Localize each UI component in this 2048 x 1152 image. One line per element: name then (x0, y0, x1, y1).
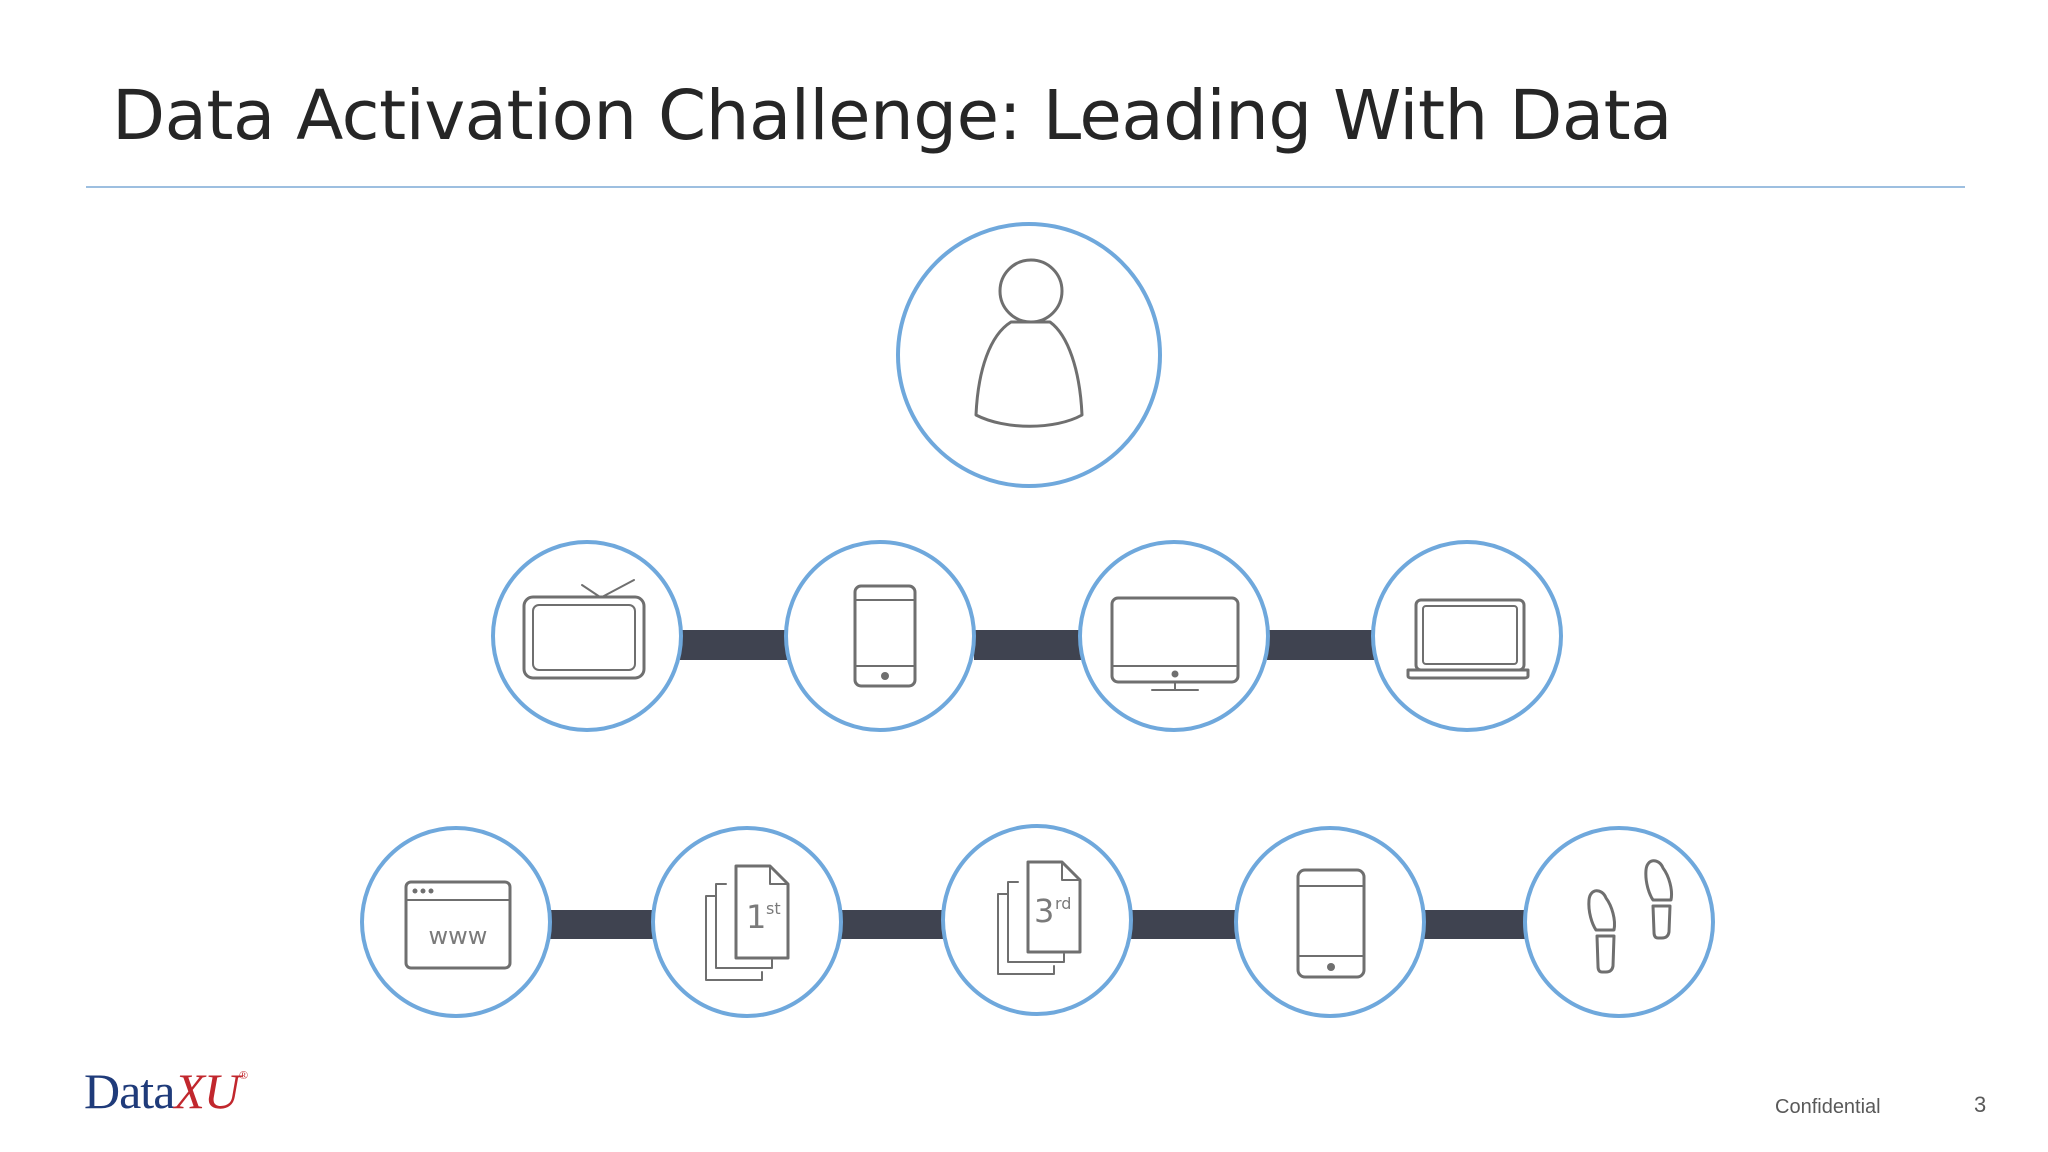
third-party-label: 3 (1034, 892, 1054, 930)
data-node-www: www (360, 826, 552, 1018)
device-node-desktop (1078, 540, 1270, 732)
tv-icon (522, 579, 646, 680)
datax-logo: DataXU® (84, 1063, 248, 1119)
data-row-connectors (548, 910, 1532, 939)
first-party-superscript: st (766, 899, 781, 918)
www-label: www (429, 922, 488, 950)
confidential-label: Confidential (1775, 1096, 1881, 1118)
top-node (896, 222, 1162, 488)
desktop-monitor-icon (1110, 596, 1240, 691)
slide-title: Data Activation Challenge: Leading With … (112, 76, 1672, 156)
data-node-footprints (1523, 826, 1715, 1018)
first-party-data-icon: 1 st (705, 864, 790, 981)
device-node-smartphone (784, 540, 976, 732)
footprints-icon (1587, 859, 1673, 974)
device-node-laptop (1371, 540, 1563, 732)
first-party-label: 1 (746, 898, 766, 936)
connector (1131, 910, 1239, 939)
device-row-connectors (680, 630, 1377, 660)
title-divider (86, 186, 1965, 188)
laptop-icon (1406, 598, 1530, 680)
connector (974, 630, 1084, 660)
third-party-data-icon: 3 rd (997, 860, 1082, 975)
data-node-third-party: 3 rd (941, 824, 1133, 1016)
connector (1267, 630, 1377, 660)
smartphone-icon (853, 584, 917, 688)
connector (1424, 910, 1532, 939)
person-icon (974, 258, 1084, 428)
tablet-icon (1296, 868, 1366, 979)
connector (548, 910, 656, 939)
connector (680, 630, 790, 660)
third-party-superscript: rd (1055, 894, 1071, 913)
page-number: 3 (1974, 1092, 1987, 1117)
connector (840, 910, 948, 939)
data-node-tablet (1234, 826, 1426, 1018)
device-node-tv (491, 540, 683, 732)
www-browser-icon: www (404, 880, 512, 970)
data-node-first-party: 1 st (651, 826, 843, 1018)
